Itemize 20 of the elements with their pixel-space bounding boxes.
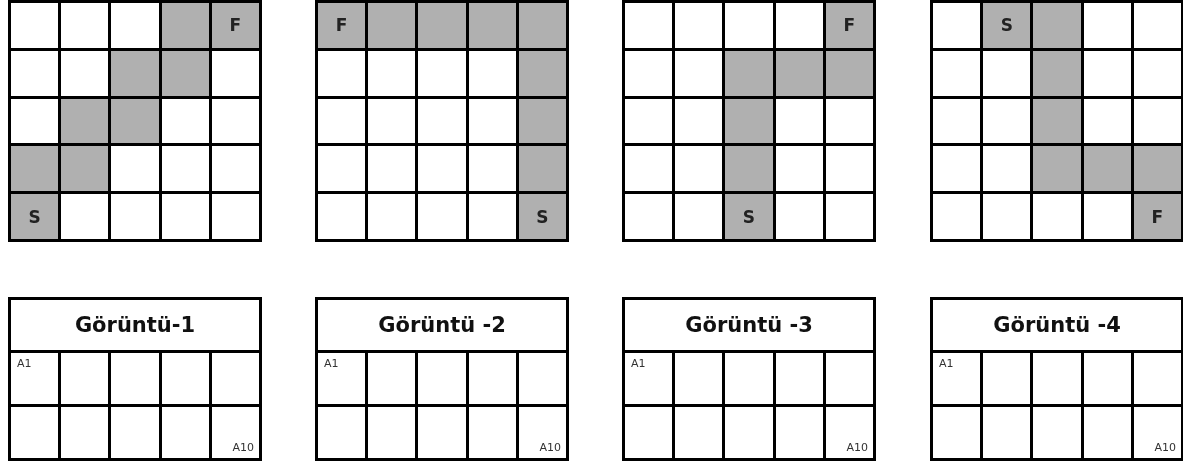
grid-letter: F [842,15,857,36]
slot-label: A10 [232,441,254,454]
slot-label: A10 [539,441,561,454]
grid-letter: F [1150,206,1165,227]
slot-label: A1 [17,357,32,370]
slot-label: A10 [1154,441,1176,454]
table-title: Görüntü-1 [74,313,196,337]
grid-letter: S [741,206,757,227]
grid-letter: S [535,206,550,227]
grid-letter: S [999,15,1014,36]
grid-letter: F [334,15,349,36]
table-title: Görüntü -2 [378,313,506,337]
slot-label: A1 [939,357,954,370]
slot-label: A1 [324,357,339,370]
table-title: Görüntü -4 [993,313,1121,337]
slot-label: A10 [846,441,868,454]
grid-letter: S [27,206,42,227]
slot-label: A1 [631,357,646,370]
table-title: Görüntü -3 [685,313,813,337]
grid-letter: F [228,15,243,36]
